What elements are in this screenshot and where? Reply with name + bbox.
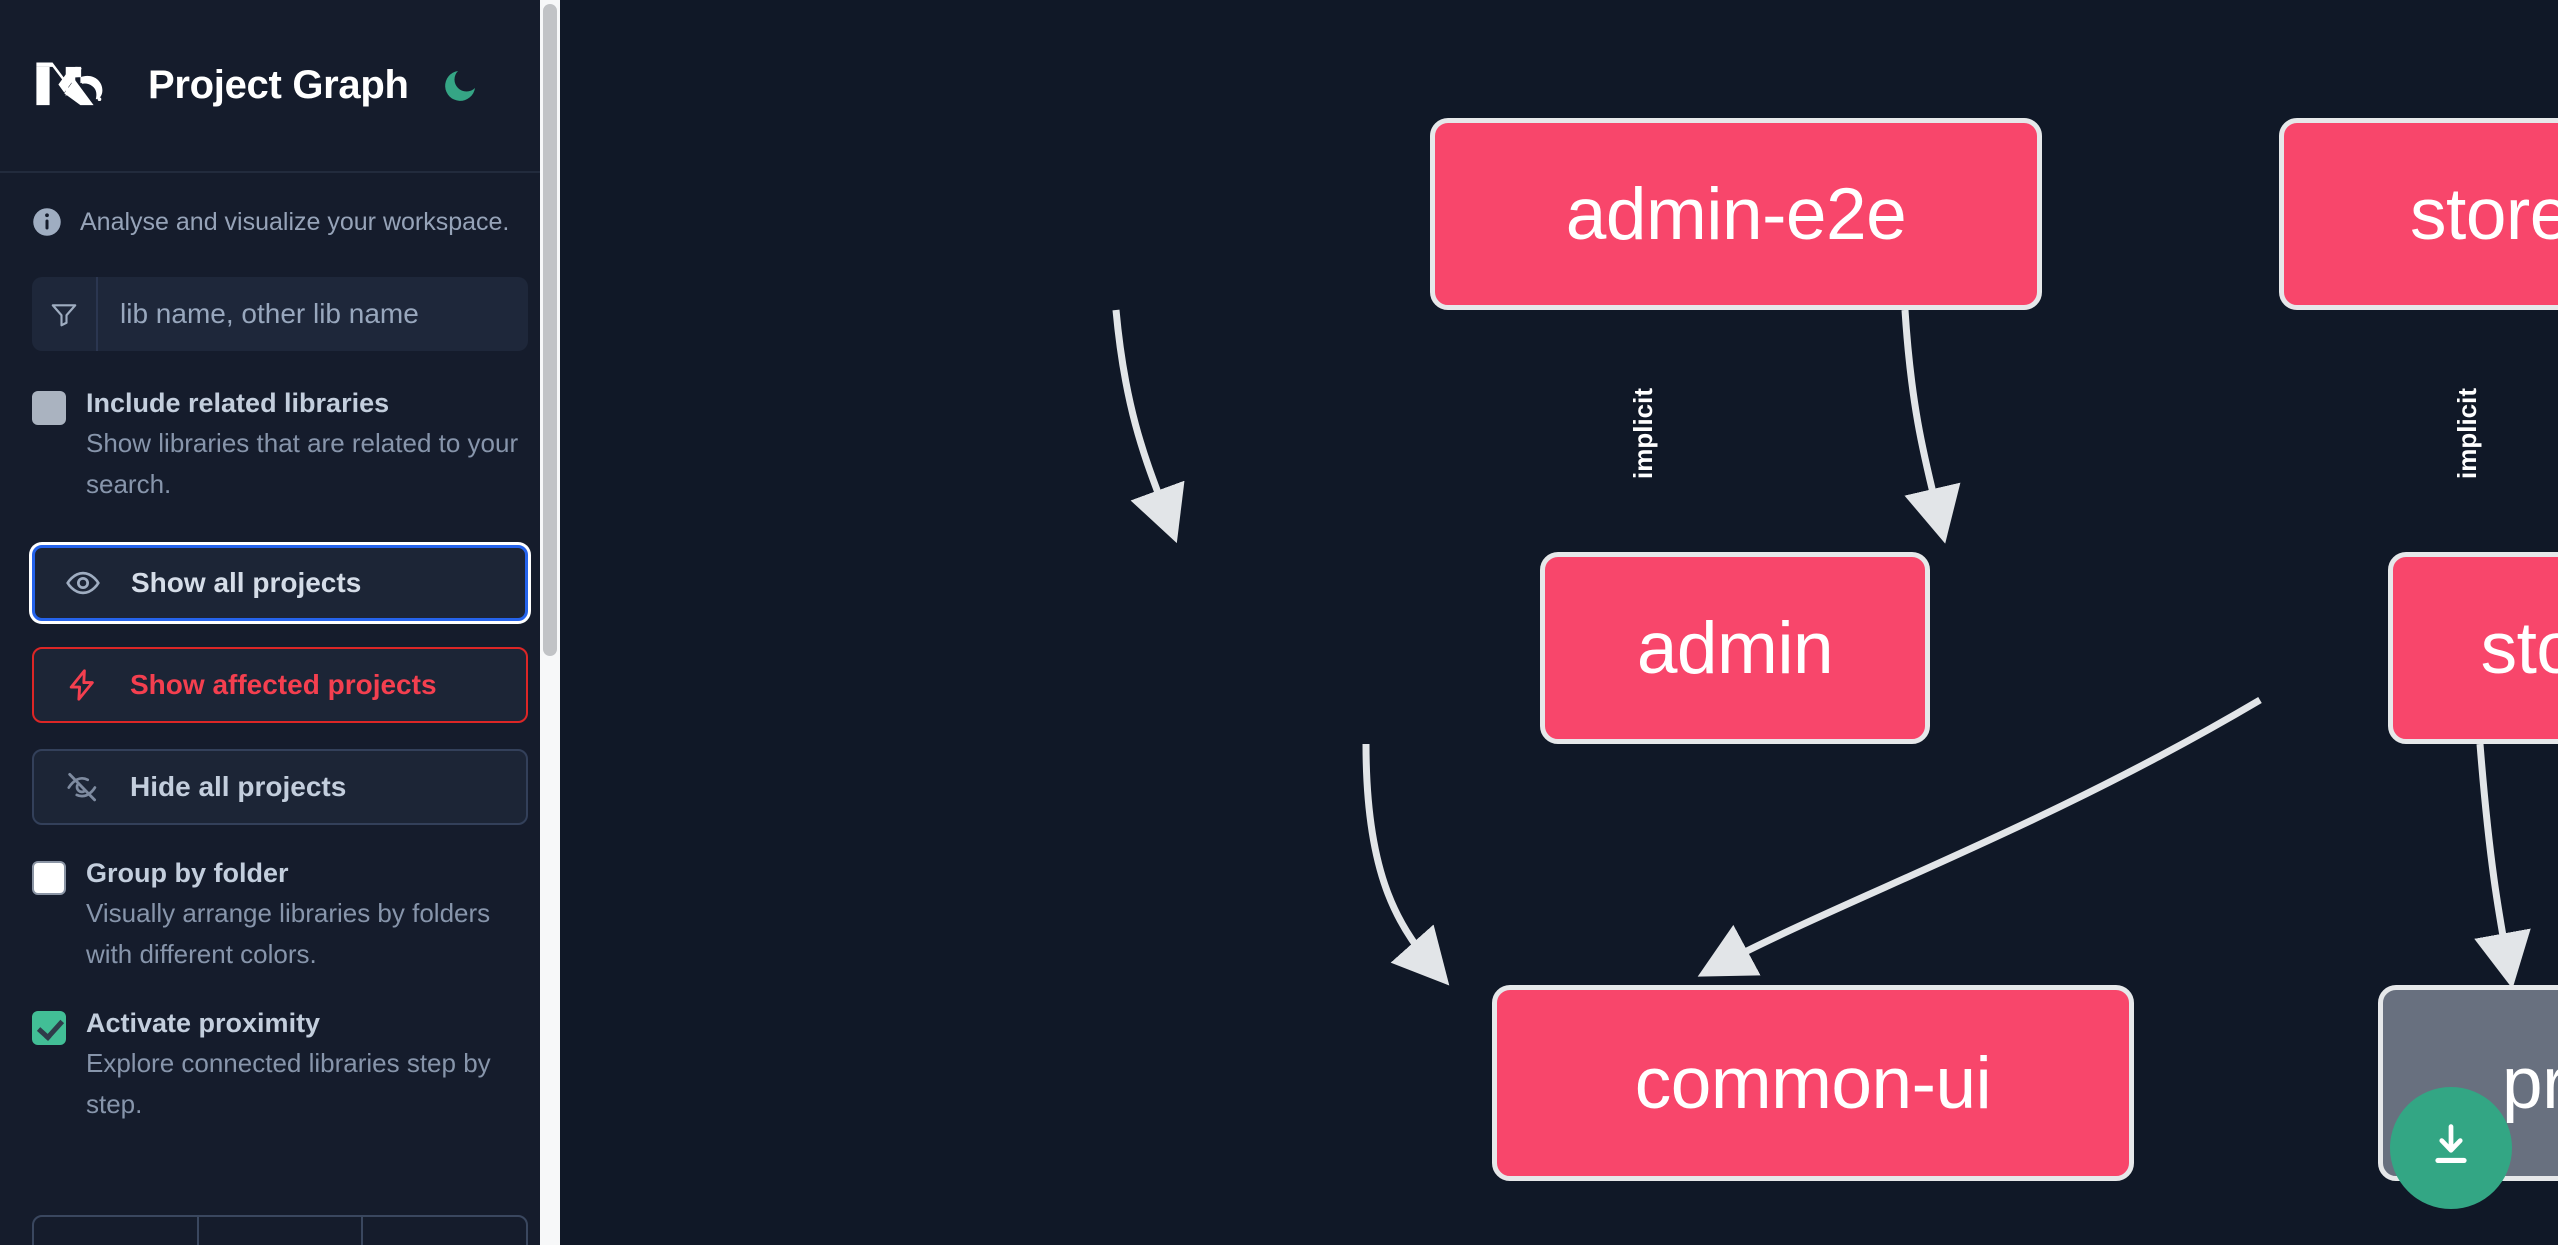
visibility-button-group: Show all projects Show affected projects (32, 545, 528, 825)
option-description: Explore connected libraries step by step… (86, 1048, 491, 1119)
proximity-value[interactable] (199, 1217, 364, 1245)
option-activate-proximity[interactable]: Activate proximity Explore connected lib… (32, 1005, 528, 1125)
group-by-folder-checkbox[interactable] (32, 861, 66, 895)
proximity-stepper-group[interactable] (32, 1215, 528, 1245)
include-related-libraries-checkbox[interactable] (32, 391, 66, 425)
edge-store-e2e-to-store (1901, 309, 1961, 544)
eye-off-icon (64, 769, 108, 805)
download-graph-button[interactable] (2390, 1087, 2512, 1209)
show-all-projects-button[interactable]: Show all projects (32, 545, 528, 621)
graph-edges (1112, 309, 2531, 989)
sidebar-header: Project Graph (0, 0, 560, 173)
workspace-info-text: Analyse and visualize your workspace. (80, 207, 510, 236)
moon-icon[interactable] (437, 63, 483, 109)
show-all-projects-label: Show all projects (131, 567, 362, 598)
option-label: Activate proximity (86, 1008, 321, 1038)
eye-icon (65, 565, 109, 601)
proximity-increase-button[interactable] (363, 1217, 526, 1245)
node-label: store (2480, 607, 2558, 689)
node-label: store-e2e (2410, 173, 2558, 255)
download-icon (2424, 1119, 2478, 1178)
graph-node-common-ui[interactable]: common-ui (1492, 985, 2134, 1181)
graph-node-admin-e2e[interactable]: admin-e2e (1430, 118, 2042, 310)
graph-node-admin[interactable]: admin (1540, 552, 1930, 744)
sidebar: Project Graph Analy (0, 0, 560, 1245)
option-label: Group by folder (86, 858, 289, 888)
edge-admin-to-common-ui (1362, 743, 1450, 986)
edge-store-to-products (2474, 743, 2531, 989)
option-description: Show libraries that are related to your … (86, 428, 519, 499)
node-label: products (2502, 1042, 2558, 1124)
lightning-bolt-icon (64, 667, 108, 703)
graph-canvas[interactable]: admin-e2e store-e2e admin store common-u… (560, 0, 2558, 1245)
info-circle-icon (32, 207, 62, 237)
hide-all-projects-button[interactable]: Hide all projects (32, 749, 528, 825)
filter-field[interactable] (32, 277, 528, 351)
proximity-decrease-button[interactable] (34, 1217, 199, 1245)
show-affected-projects-button[interactable]: Show affected projects (32, 647, 528, 723)
option-label: Include related libraries (86, 388, 390, 418)
option-include-related-libraries[interactable]: Include related libraries Show libraries… (32, 385, 528, 505)
edge-admin-e2e-to-admin (1112, 309, 1185, 544)
funnel-icon (32, 277, 98, 351)
sidebar-scrollbar-thumb[interactable] (543, 4, 557, 656)
workspace-info: Analyse and visualize your workspace. (32, 207, 528, 237)
option-description: Visually arrange libraries by folders wi… (86, 898, 491, 969)
sidebar-scrollbar[interactable] (540, 0, 560, 1245)
sidebar-body: Analyse and visualize your workspace. In… (0, 207, 560, 1125)
graph-node-store[interactable]: store (2388, 552, 2558, 744)
graph-node-store-e2e[interactable]: store-e2e (2279, 118, 2558, 310)
node-label: common-ui (1634, 1042, 1992, 1124)
nx-logo-icon (32, 54, 120, 118)
search-input[interactable] (98, 298, 528, 330)
page-title: Project Graph (148, 63, 409, 107)
option-group-by-folder[interactable]: Group by folder Visually arrange librari… (32, 855, 528, 975)
node-label: admin (1636, 607, 1834, 689)
hide-all-projects-label: Hide all projects (130, 771, 347, 802)
activate-proximity-checkbox[interactable] (32, 1011, 66, 1045)
node-label: admin-e2e (1565, 173, 1907, 255)
show-affected-projects-label: Show affected projects (130, 669, 437, 700)
edge-store-to-common-ui (1697, 696, 2262, 977)
